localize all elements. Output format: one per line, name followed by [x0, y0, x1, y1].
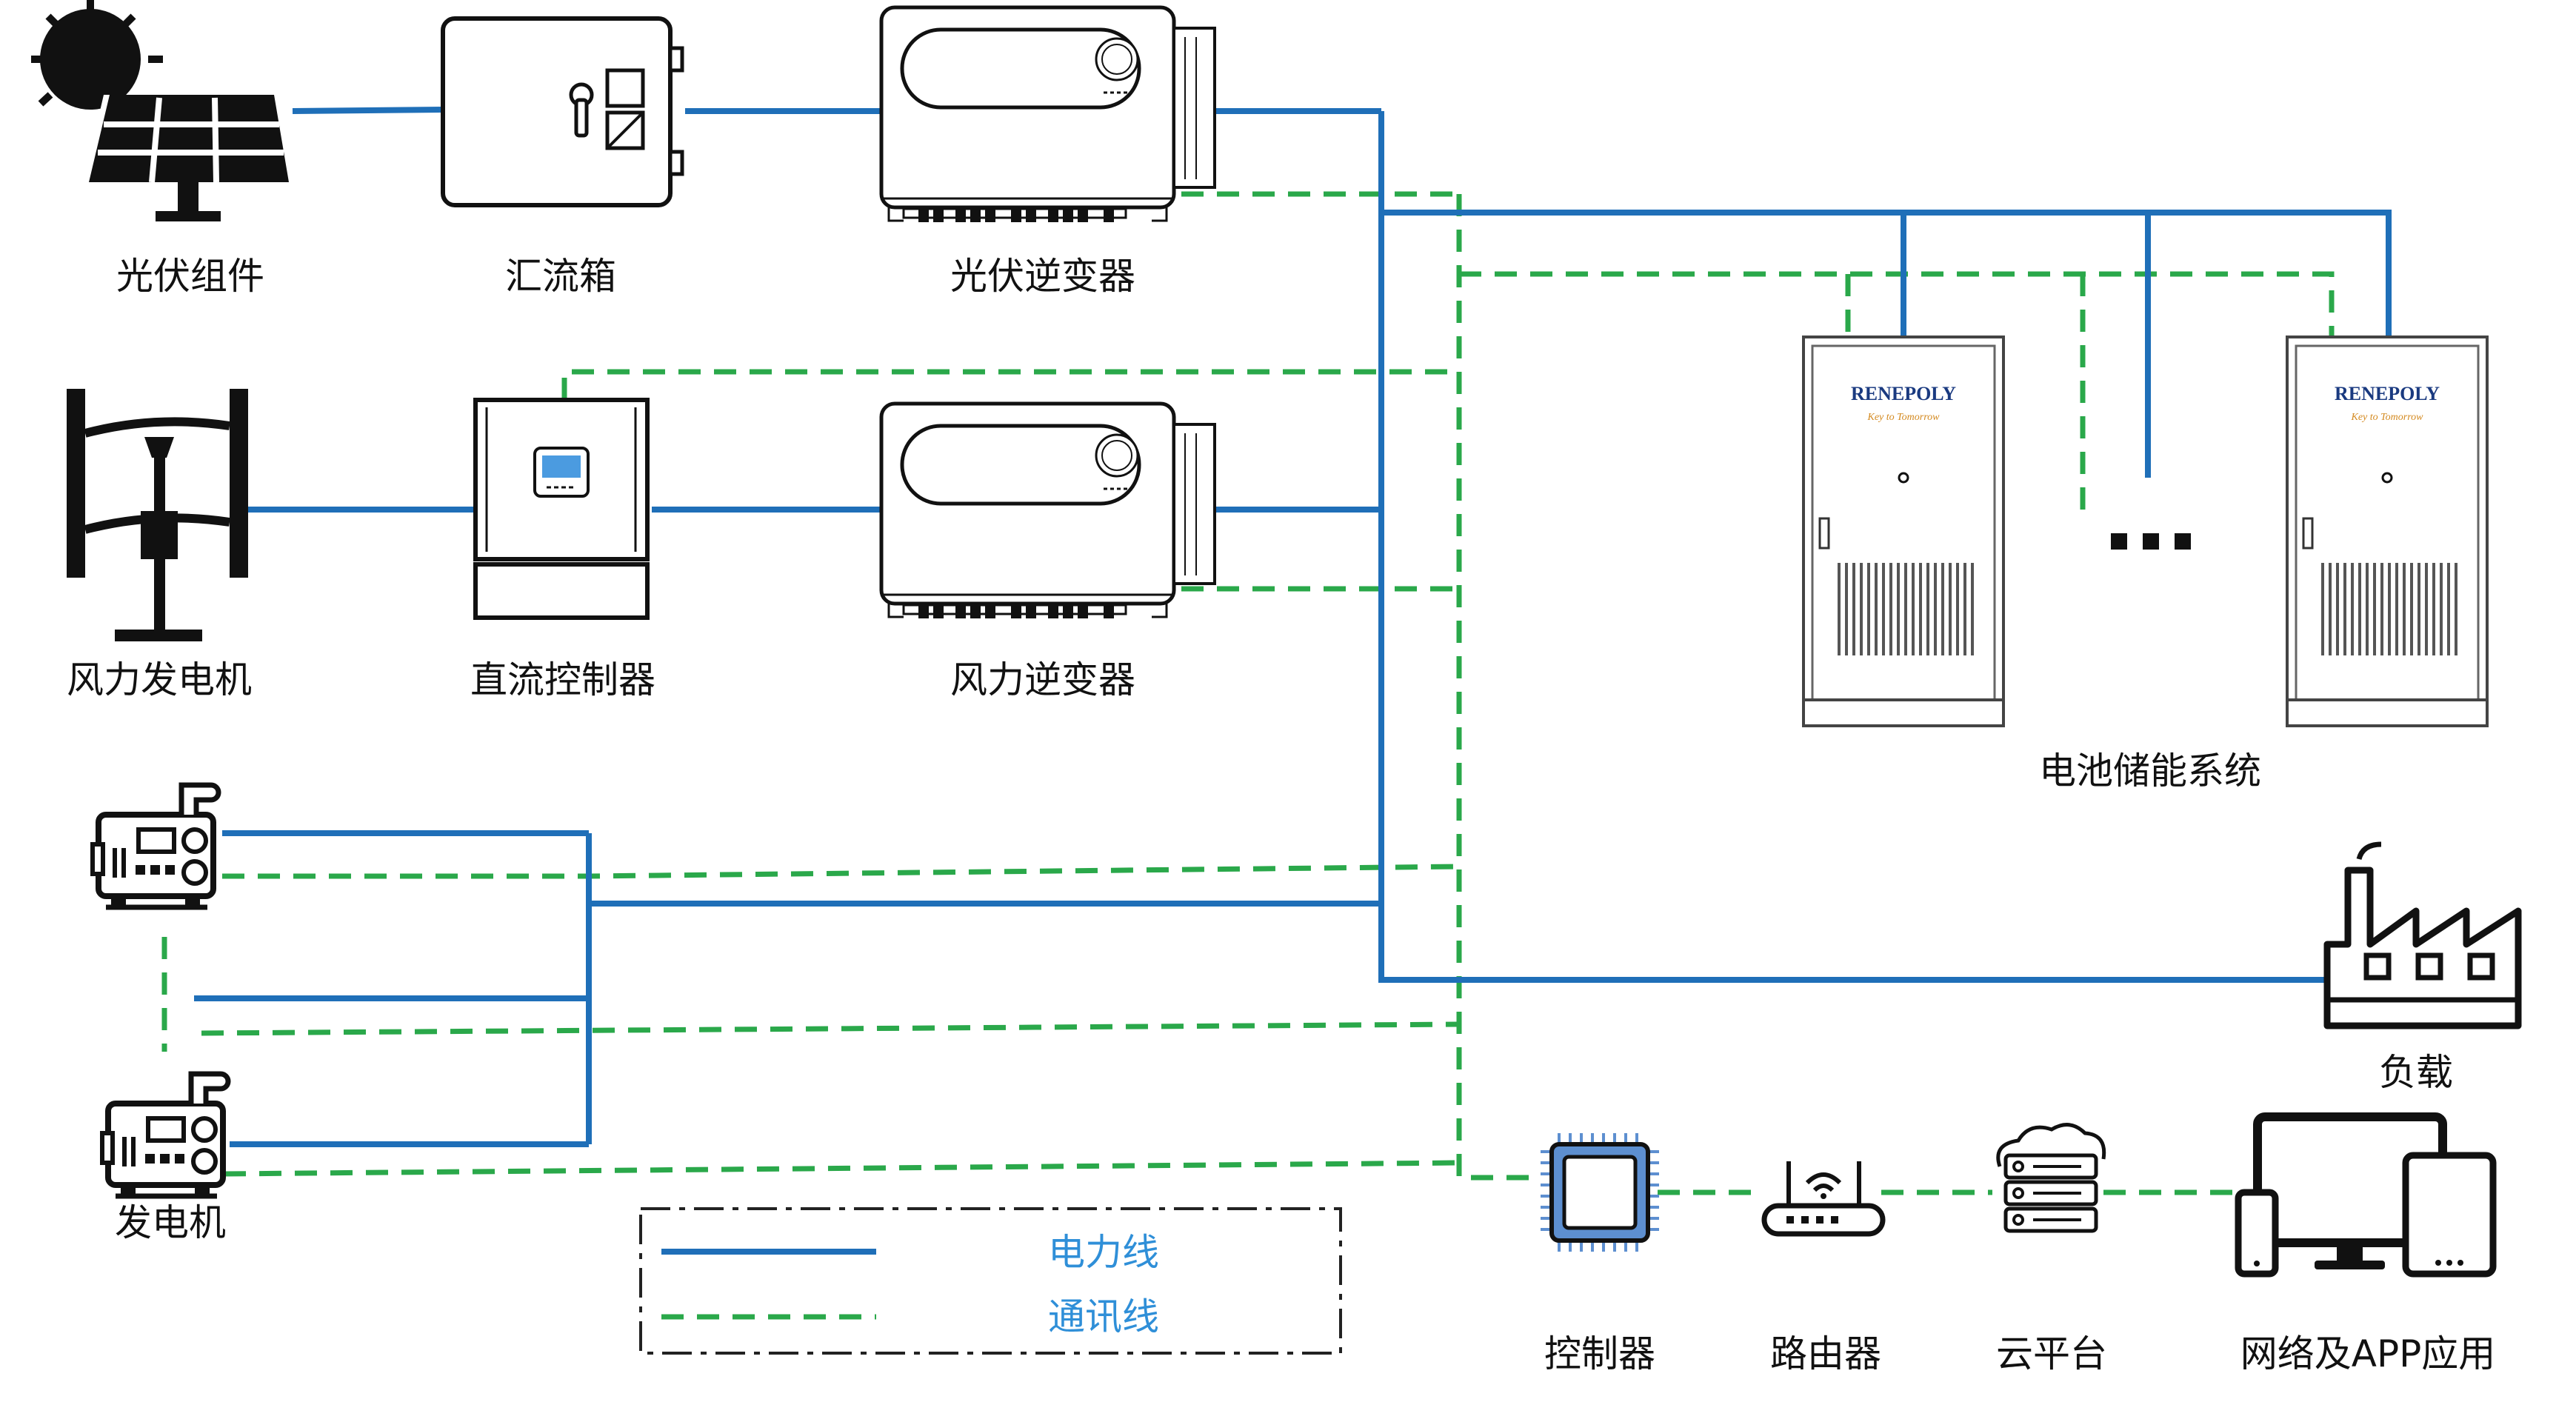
cabinet-brand: RENEPOLY — [1851, 383, 1956, 404]
ellipsis-icon — [2111, 533, 2191, 550]
power-battery-bus — [1381, 210, 2392, 337]
power-pv-combiner — [292, 107, 444, 114]
inverter-icon — [881, 404, 1215, 618]
comm-dc-controller — [561, 369, 1459, 400]
cabinet-brand: RENEPOLY — [2335, 383, 2440, 404]
load-label: 负载 — [2379, 1051, 2453, 1094]
controller-label: 控制器 — [1544, 1332, 1655, 1375]
pv-inverter-label: 光伏逆变器 — [950, 255, 1135, 298]
cabinet-tagline: Key to Tomorrow — [1867, 412, 1941, 423]
battery-cabinet-icon: RENEPOLY Key to Tomorrow — [1802, 336, 2005, 727]
power-main-bus — [1378, 111, 2326, 983]
generator-icon — [93, 785, 218, 907]
combiner-box-label: 汇流箱 — [505, 255, 616, 298]
router-label: 路由器 — [1770, 1332, 1881, 1375]
comm-generator-1 — [222, 864, 1460, 879]
wind-turbine-icon — [67, 389, 248, 641]
wind-inverter-label: 风力逆变器 — [950, 658, 1135, 701]
combiner-box-icon — [441, 16, 684, 207]
generator-label: 发电机 — [115, 1201, 226, 1244]
cabinet-tagline: Key to Tomorrow — [2351, 412, 2424, 423]
devices-icon — [2235, 1112, 2497, 1278]
battery-system-label: 电池储能系统 — [2039, 750, 2261, 792]
generator-icon — [102, 1074, 228, 1196]
wind-turbine-label: 风力发电机 — [67, 658, 252, 701]
battery-cabinet-icon: RENEPOLY Key to Tomorrow — [2286, 336, 2489, 727]
legend-comm-label: 通讯线 — [1048, 1295, 1159, 1338]
pv-module-label: 光伏组件 — [116, 255, 264, 298]
factory-icon — [2323, 841, 2522, 1029]
legend: 电力线 通讯线 — [639, 1207, 1342, 1355]
legend-power-label: 电力线 — [1048, 1231, 1159, 1274]
comm-trunk — [1456, 194, 1541, 1181]
cloud-server-icon — [1996, 1123, 2106, 1233]
comm-generator-2 — [223, 1160, 1460, 1177]
cloud-label: 云平台 — [1996, 1332, 2107, 1375]
router-icon — [1761, 1161, 1886, 1237]
dc-controller-icon — [473, 398, 650, 620]
power-lines — [194, 107, 2392, 1147]
inverter-icon — [881, 7, 1215, 222]
comm-generator-middle — [201, 1021, 1460, 1036]
dc-controller-label: 直流控制器 — [470, 658, 655, 701]
solar-panel-icon — [31, 0, 293, 221]
network-app-label: 网络及APP应用 — [2240, 1332, 2496, 1375]
chip-icon — [1541, 1133, 1659, 1252]
